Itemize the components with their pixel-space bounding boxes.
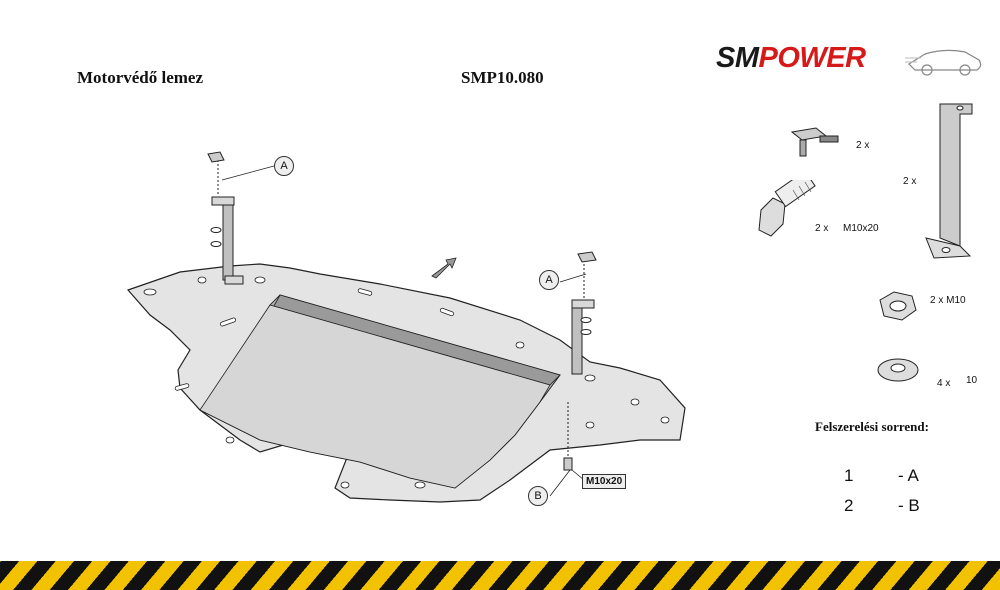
washer-qty: 4 x	[937, 378, 951, 389]
callout-a-left-label: A	[280, 160, 288, 172]
bolt-size: M10x20	[843, 223, 879, 234]
order-step-1-label: - A	[898, 466, 919, 485]
callout-b-bolt: M10x20	[582, 474, 627, 489]
clip-qty: 2 x	[856, 140, 870, 151]
nut-label: 2 x M10	[930, 295, 966, 306]
order-title: Felszerelési sorrend:	[815, 419, 929, 434]
bracket-left	[207, 151, 244, 285]
smpower-logo: SMPOWER	[716, 42, 866, 75]
logo-car-icon	[905, 49, 982, 76]
logo-text-sm: SM	[716, 42, 759, 74]
hazard-stripe	[0, 561, 1000, 590]
front-arrow	[431, 257, 457, 279]
clip-icon	[790, 127, 839, 157]
skid-plate-diagram	[126, 151, 686, 503]
callout-a-right-label: A	[545, 274, 553, 286]
bracket-qty: 2 x	[903, 176, 917, 187]
order-step-2-num: 2	[844, 496, 854, 515]
bolt-b	[563, 402, 573, 471]
logo-text-power: POWER	[758, 42, 867, 74]
callout-b-label: B	[534, 490, 542, 502]
callout-a-right: A	[539, 270, 559, 290]
nut-icon	[879, 291, 917, 321]
callout-b-bolt-label: M10x20	[586, 476, 623, 487]
order-step-1-num: 1	[844, 466, 854, 485]
bracket-right	[571, 251, 597, 375]
washer-icon	[877, 358, 919, 382]
long-bracket-icon	[925, 103, 973, 259]
callout-a-left: A	[274, 156, 294, 176]
bolt-qty: 2 x	[815, 223, 829, 234]
order-step-2-label: - B	[898, 496, 920, 515]
bolt-icon	[758, 180, 816, 237]
callout-b: B	[528, 486, 548, 506]
product-code: SMP10.080	[461, 68, 544, 87]
washer-size: 10	[966, 375, 978, 386]
product-name: Motorvédő lemez	[77, 68, 204, 87]
